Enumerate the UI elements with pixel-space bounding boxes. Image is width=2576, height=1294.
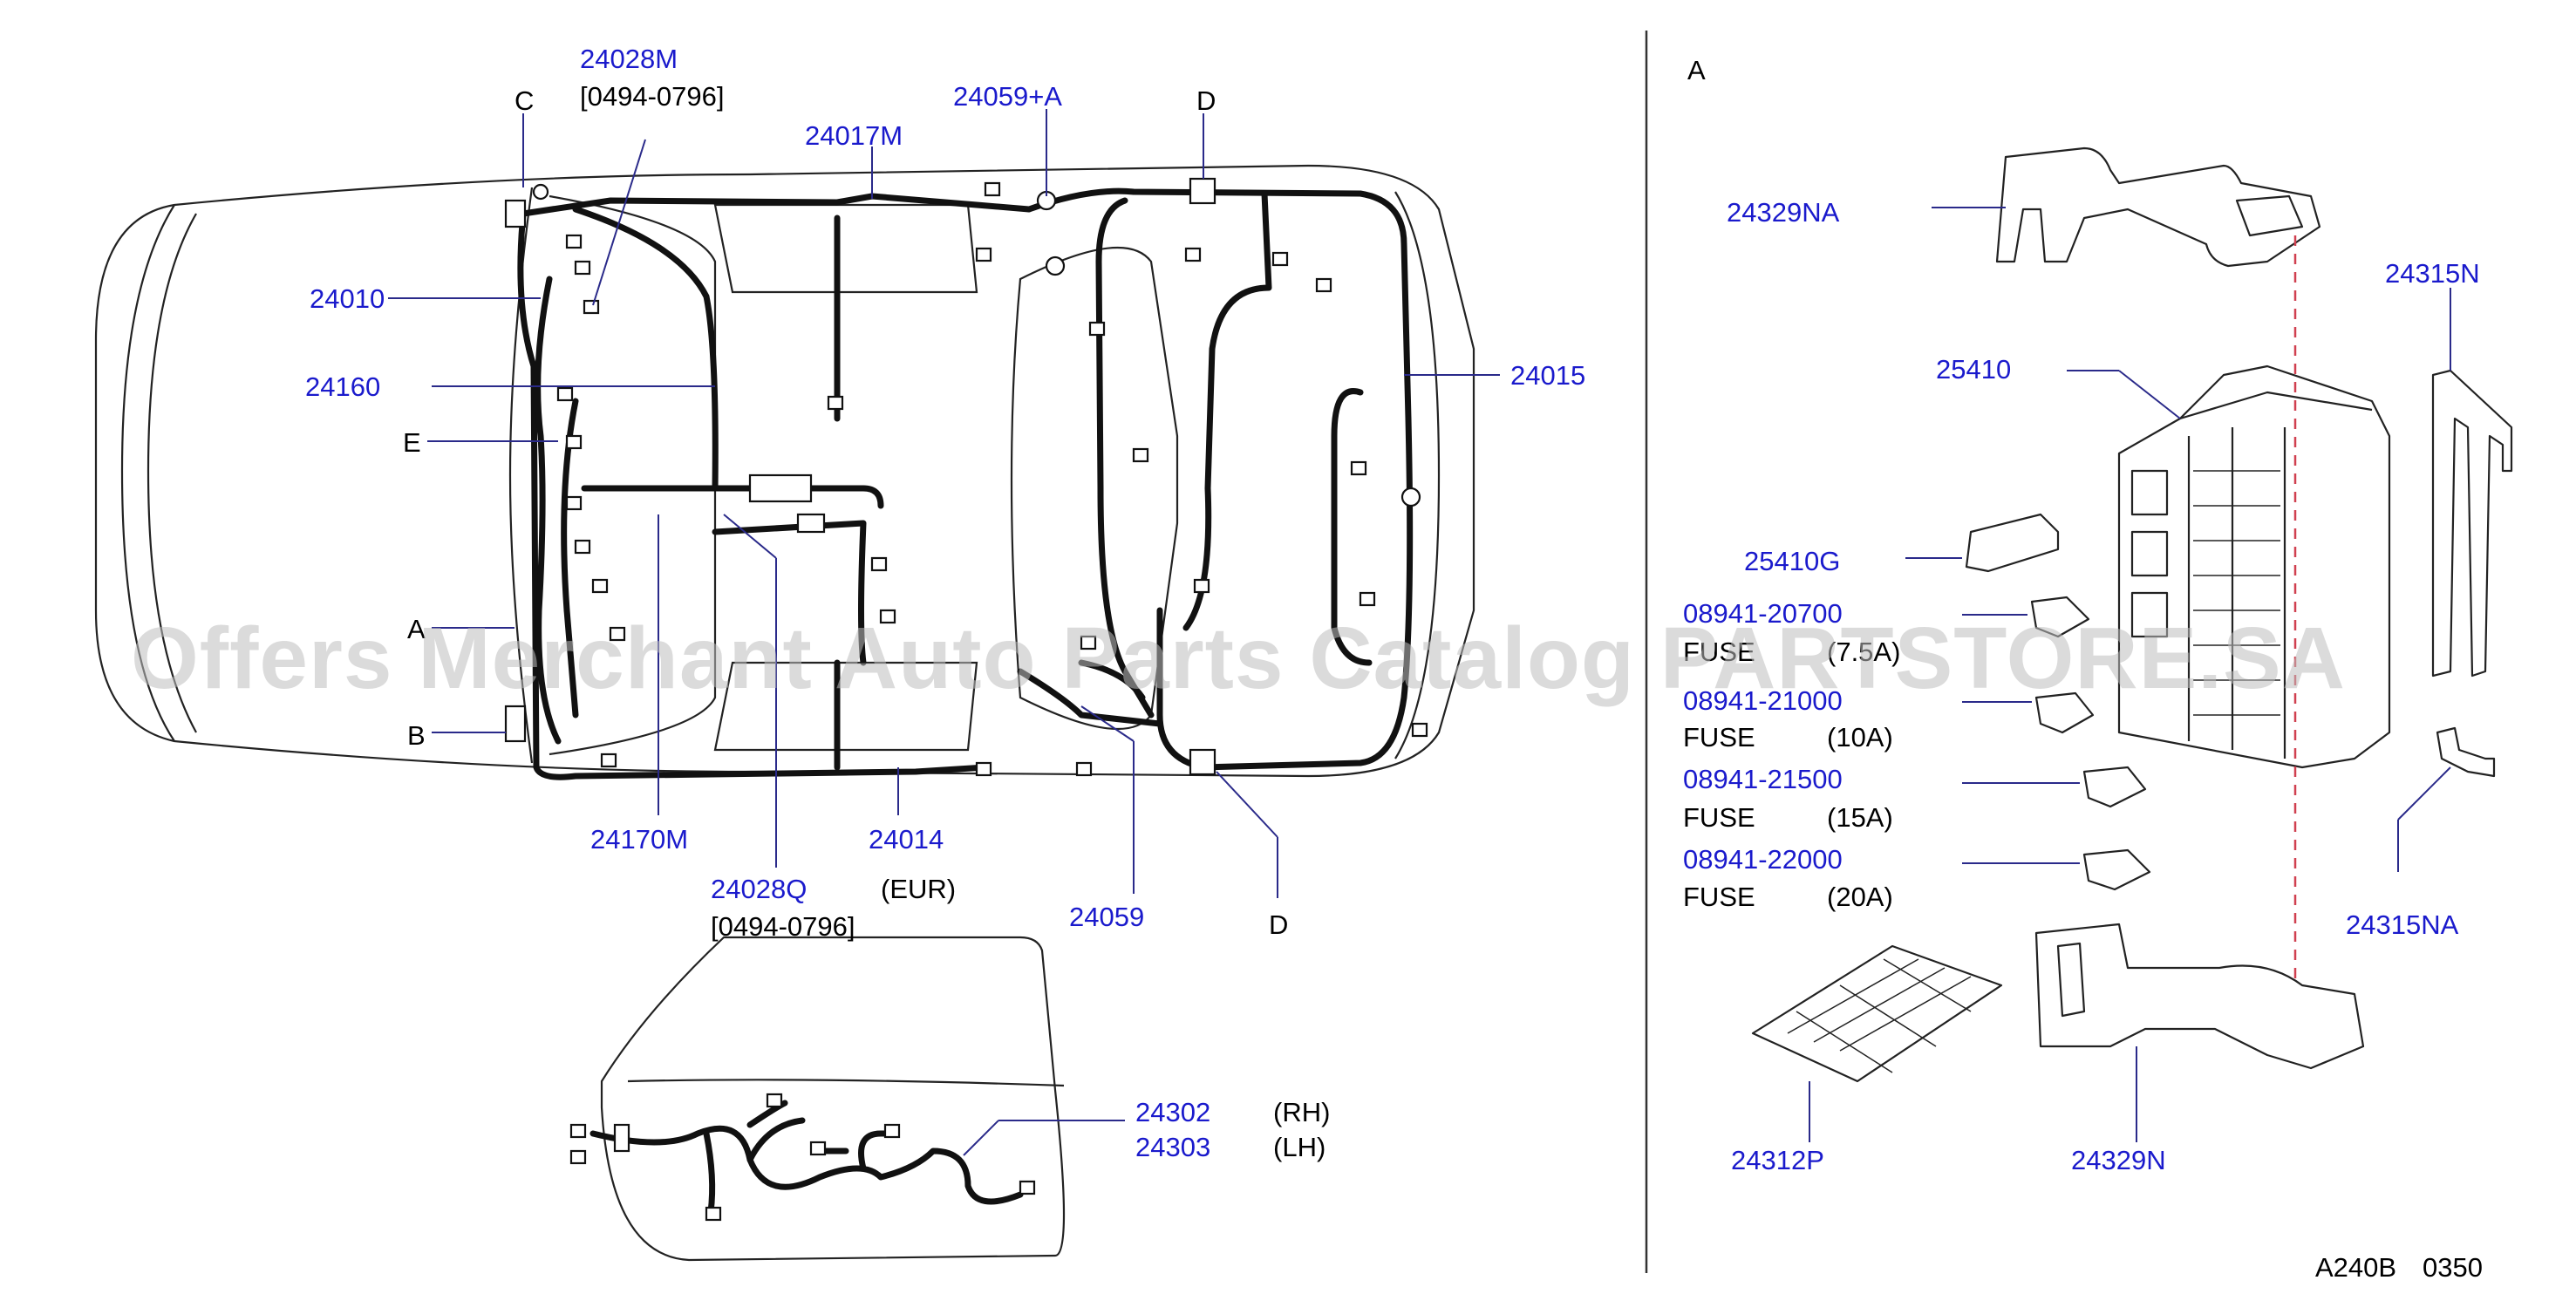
- ref-e: E: [403, 427, 421, 458]
- label-08941-22000: 08941-22000: [1683, 844, 1843, 875]
- label-24014: 24014: [869, 824, 944, 855]
- label-lh: (LH): [1273, 1132, 1326, 1162]
- label-24160: 24160: [305, 371, 381, 402]
- ref-c: C: [515, 85, 535, 116]
- label-24170M: 24170M: [590, 824, 689, 855]
- label-24329N: 24329N: [2071, 1145, 2166, 1175]
- label-24315NA: 24315NA: [2346, 909, 2459, 940]
- label-date-2: [0494-0796]: [711, 911, 855, 942]
- label-08941-20700: 08941-20700: [1683, 598, 1843, 629]
- label-fuse-2-amp: (10A): [1827, 722, 1893, 753]
- label-24010: 24010: [310, 283, 385, 314]
- footer-code: A240B: [2315, 1252, 2397, 1283]
- ref-a-car: A: [407, 614, 426, 644]
- label-24329NA: 24329NA: [1727, 197, 1840, 228]
- ref-d-top: D: [1196, 85, 1216, 116]
- label-24015: 24015: [1510, 360, 1586, 391]
- label-fuse-2: FUSE: [1683, 722, 1755, 753]
- footer-number: 0350: [2423, 1252, 2483, 1283]
- label-24302: 24302: [1135, 1097, 1211, 1127]
- detail-title: A: [1687, 55, 1706, 85]
- cover-grid: [1787, 958, 1972, 1073]
- fuse-box-grid: [2193, 470, 2280, 716]
- label-24312P: 24312P: [1731, 1145, 1824, 1175]
- label-24303: 24303: [1135, 1132, 1211, 1162]
- label-24059A: 24059+A: [953, 81, 1062, 112]
- label-25410: 25410: [1936, 354, 2012, 385]
- label-fuse-4: FUSE: [1683, 882, 1755, 912]
- car-leader-lines: [388, 109, 1500, 898]
- label-24017M: 24017M: [805, 120, 903, 151]
- harness-connectors: [504, 177, 1428, 777]
- label-fuse-3-amp: (15A): [1827, 802, 1893, 833]
- watermark: Offers Merchant Auto Parts Catalog PARTS…: [131, 610, 2346, 707]
- ref-d-bottom: D: [1269, 909, 1289, 940]
- door-inset: [569, 936, 1125, 1262]
- label-fuse-1-amp: (7.5A): [1827, 637, 1901, 667]
- label-eur: (EUR): [881, 874, 957, 904]
- ref-b: B: [407, 720, 426, 751]
- label-date-1: [0494-0796]: [580, 81, 725, 112]
- label-08941-21000: 08941-21000: [1683, 685, 1843, 716]
- label-24028M: 24028M: [580, 44, 678, 74]
- label-fuse-4-amp: (20A): [1827, 882, 1893, 912]
- label-24028Q: 24028Q: [711, 874, 808, 904]
- label-24059: 24059: [1069, 902, 1145, 932]
- label-fuse-1: FUSE: [1683, 637, 1755, 667]
- label-rh: (RH): [1273, 1097, 1331, 1127]
- label-08941-21500: 08941-21500: [1683, 764, 1843, 794]
- label-25410G: 25410G: [1744, 546, 1841, 576]
- detail-a-parts: [1751, 146, 2513, 1142]
- label-24315N: 24315N: [2385, 258, 2480, 289]
- label-fuse-3: FUSE: [1683, 802, 1755, 833]
